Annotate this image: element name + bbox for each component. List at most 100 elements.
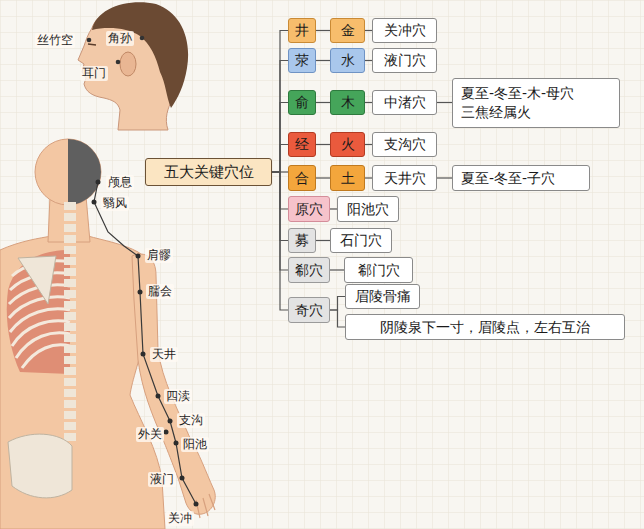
acupoint-dot xyxy=(92,200,97,205)
tree-connector xyxy=(437,102,452,103)
acupoint-box: 液门穴 xyxy=(372,48,437,73)
acupoint-box: 关冲穴 xyxy=(372,18,437,43)
acupoint-label: 颅息 xyxy=(106,175,134,190)
category-box: 郗穴 xyxy=(288,257,330,283)
acupoint-label: 阳池 xyxy=(181,437,209,452)
fingers xyxy=(196,494,215,518)
acupoint-dot xyxy=(138,290,143,295)
box-text: 合 xyxy=(295,169,309,188)
note-box: 夏至-冬至-木-母穴三焦经属火 xyxy=(452,78,620,128)
note-text: 三焦经属火 xyxy=(461,103,531,122)
eye xyxy=(88,44,96,45)
acupoint-box: 支沟穴 xyxy=(372,132,437,157)
category-box: 俞 xyxy=(288,90,316,115)
acupoint-dot xyxy=(194,502,199,507)
category-box: 原穴 xyxy=(288,196,330,222)
acupoint-box: 郗门穴 xyxy=(344,257,413,283)
box-text: 郗穴 xyxy=(295,261,323,280)
acupoint-label: 肩髎 xyxy=(145,248,173,263)
tree-connector xyxy=(365,102,372,103)
acupoint-box: 阴陵泉下一寸，眉陵点，左右互治 xyxy=(345,314,625,340)
box-text: 经 xyxy=(295,135,309,154)
acupoint-dot xyxy=(164,430,169,435)
acupoint-dot xyxy=(96,180,101,185)
tree-connector xyxy=(330,269,344,270)
category-box: 经 xyxy=(288,132,316,157)
ear xyxy=(120,52,136,76)
box-text: 郗门穴 xyxy=(358,261,400,280)
category-box: 奇穴 xyxy=(288,297,330,323)
category-box: 火 xyxy=(330,132,365,157)
tree-connector xyxy=(272,172,288,310)
box-text: 水 xyxy=(341,51,355,70)
tree-connector xyxy=(365,177,372,178)
acupoint-dot xyxy=(141,352,146,357)
tree-connector xyxy=(316,60,330,61)
tree-connector xyxy=(316,177,330,178)
tree-connector xyxy=(365,60,372,61)
tree-connector xyxy=(316,30,330,31)
box-text: 金 xyxy=(341,21,355,40)
box-text: 原穴 xyxy=(295,200,323,219)
tree-connector xyxy=(316,102,330,103)
box-text: 土 xyxy=(341,169,355,188)
tree-connector xyxy=(272,31,288,173)
acupoint-box: 阳池穴 xyxy=(337,196,399,222)
box-text: 俞 xyxy=(295,93,309,112)
tree-connector xyxy=(272,145,288,173)
category-box: 合 xyxy=(288,165,316,191)
category-box: 水 xyxy=(330,48,365,73)
tree-connector xyxy=(330,310,345,327)
acupoint-dot xyxy=(156,394,161,399)
box-text: 阳池穴 xyxy=(347,200,389,219)
category-box: 荥 xyxy=(288,48,316,73)
acupoint-label: 支沟 xyxy=(177,413,205,428)
box-text: 火 xyxy=(341,135,355,154)
box-text: 募 xyxy=(295,231,309,250)
tree-connector xyxy=(365,144,372,145)
acupoint-label: 外关 xyxy=(136,427,164,442)
acupoint-box: 天井穴 xyxy=(372,165,437,191)
root-title: 五大关键穴位 xyxy=(164,162,254,182)
acupoint-label: 耳门 xyxy=(80,66,108,81)
acupoint-label: 丝竹空 xyxy=(35,33,75,48)
category-box: 井 xyxy=(288,18,316,43)
root-box: 五大关键穴位 xyxy=(145,158,272,186)
box-text: 支沟穴 xyxy=(384,135,426,154)
tree-connector xyxy=(316,144,330,145)
spine xyxy=(64,206,76,437)
note-box: 夏至-冬至-子穴 xyxy=(452,165,590,191)
hair xyxy=(92,2,188,108)
category-box: 金 xyxy=(330,18,365,43)
acupoint-box: 中渚穴 xyxy=(372,90,437,115)
note-text: 夏至-冬至-木-母穴 xyxy=(461,84,574,103)
box-text: 眉陵骨痛 xyxy=(355,287,411,306)
box-text: 关冲穴 xyxy=(384,21,426,40)
tree-connector xyxy=(272,103,288,173)
acupoint-label: 关冲 xyxy=(166,511,194,526)
tree-connector xyxy=(330,297,345,311)
acupoint-box: 石门穴 xyxy=(330,228,392,253)
acupoint-dot xyxy=(168,419,173,424)
box-text: 中渚穴 xyxy=(384,93,426,112)
acupoint-label: 四渎 xyxy=(164,389,192,404)
acupoint-dot xyxy=(140,36,145,41)
acupoint-dot xyxy=(180,476,185,481)
category-box: 土 xyxy=(330,165,365,191)
category-box: 募 xyxy=(288,228,316,253)
note-text: 夏至-冬至-子穴 xyxy=(461,169,555,188)
acupoint-label: 翳风 xyxy=(101,196,129,211)
acupoint-dot xyxy=(136,254,141,259)
rib-cage xyxy=(7,250,70,374)
box-text: 井 xyxy=(295,21,309,40)
acupoint-dots xyxy=(92,180,199,507)
meridian-line xyxy=(94,182,196,504)
box-text: 木 xyxy=(341,93,355,112)
box-text: 石门穴 xyxy=(340,231,382,250)
acupoint-label: 臑会 xyxy=(146,284,174,299)
head-shade xyxy=(68,139,101,205)
box-text: 天井穴 xyxy=(384,169,426,188)
tree-connector xyxy=(437,177,452,178)
arm xyxy=(132,254,215,514)
